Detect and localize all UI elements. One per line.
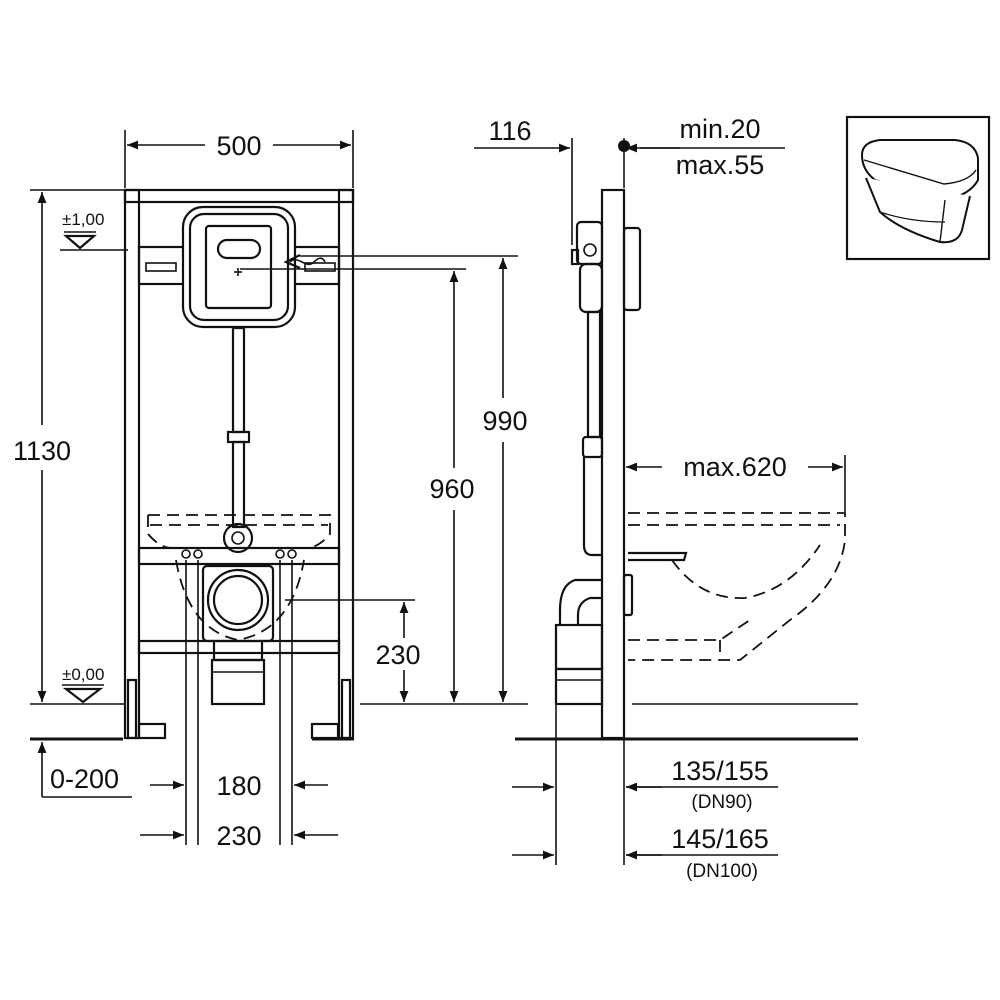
mounting-bolts: [181, 549, 297, 559]
pipe-dn90-label: (DN90): [691, 792, 752, 813]
dimension-180: 180: [216, 771, 261, 801]
bowl-outline-lower: [175, 559, 305, 641]
level-bottom-triangle: [62, 687, 104, 704]
dimension-floor-range: 0-200: [50, 764, 119, 794]
frame-post-side: [600, 188, 626, 740]
dimension-990: 990: [482, 406, 527, 436]
flush-plate: [181, 205, 297, 329]
level-top-label: ±1,00: [62, 210, 104, 229]
wc-bowl-thumbnail: [845, 115, 991, 261]
dimension-960: 960: [429, 474, 474, 504]
bowl-outline-side: [628, 512, 846, 661]
side-view: 116 min.20 max.55 max.620 135/155 (DN90)…: [474, 114, 858, 882]
flush-plate-side: [622, 226, 642, 312]
flush-pipe: [222, 326, 254, 554]
pipe-dn100-label: (DN100): [686, 861, 758, 882]
bowl-base-side: [628, 619, 751, 641]
dimension-230-outlet: 230: [375, 640, 420, 670]
bowl-inner-side: [671, 544, 821, 599]
water-inlet-arrow: [283, 254, 326, 270]
level-top-triangle: [63, 234, 97, 250]
wall-max-dimension: max.55: [676, 150, 765, 180]
outlet-elbow-side: [554, 573, 634, 706]
reference-point: [618, 140, 630, 152]
level-bottom-label: ±0,00: [62, 665, 104, 684]
pipe-dn90-range: 135/155: [671, 756, 769, 786]
dimension-116: 116: [488, 116, 531, 146]
dimension-230-bottom: 230: [216, 821, 261, 851]
bowl-outline-left: [147, 515, 173, 549]
pipe-dn100-range: 145/165: [671, 824, 769, 854]
front-view: 500 1130 ±1,00 ±0,00 990 960 230 0-200: [13, 130, 528, 851]
bowl-outline-top: [148, 514, 331, 549]
width-dimension: 500: [216, 131, 261, 161]
height-dimension: 1130: [13, 436, 71, 466]
cistern-side: [570, 220, 604, 557]
wall-min-dimension: min.20: [679, 114, 760, 144]
bowl-max-dimension: max.620: [683, 452, 787, 482]
installation-frame: [123, 188, 355, 740]
support-bracket-side: [628, 551, 688, 562]
outlet-elbow: [201, 564, 275, 706]
